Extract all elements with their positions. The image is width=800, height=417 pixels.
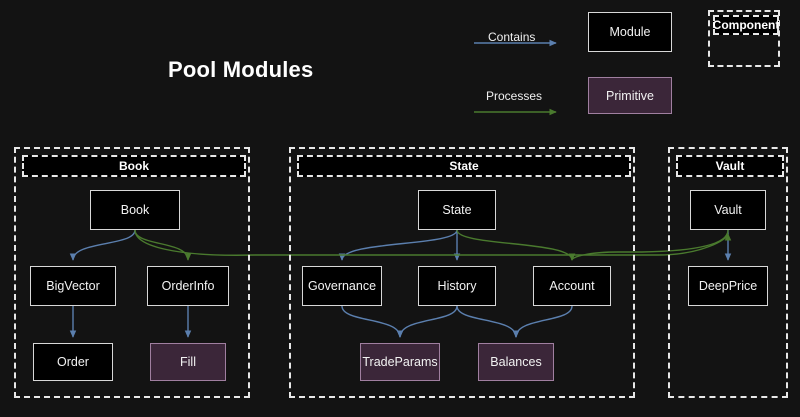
node-label: State [442,203,472,217]
legend-primitive-box: Primitive [588,77,672,114]
legend-component-label: Component [713,15,779,35]
node-label: TradeParams [362,355,438,369]
page-title: Pool Modules [168,57,314,82]
node-order[interactable]: Order [33,343,113,381]
node-label: Order [57,355,89,369]
legend-module-box: Module [588,12,672,52]
node-label: Book [120,203,150,217]
node-fill[interactable]: Fill [150,343,226,381]
group-vault: Vault [668,147,788,398]
node-orderinfo[interactable]: OrderInfo [147,266,229,306]
node-label: Fill [180,355,196,369]
node-account[interactable]: Account [533,266,611,306]
group-header-state: State [297,155,631,177]
group-header-book: Book [22,155,246,177]
node-history[interactable]: History [418,266,496,306]
group-book: Book [14,147,250,398]
node-bigvector[interactable]: BigVector [30,266,116,306]
node-label: DeepPrice [698,279,758,293]
node-label: Governance [307,279,377,293]
legend-contains-label: Contains [488,30,536,44]
node-label: History [437,279,477,293]
legend-processes-label: Processes [486,89,543,103]
node-state[interactable]: State [418,190,496,230]
node-label: OrderInfo [161,279,215,293]
node-balances[interactable]: Balances [478,343,554,381]
node-label: Vault [714,203,742,217]
node-governance[interactable]: Governance [302,266,382,306]
node-tradeparams[interactable]: TradeParams [360,343,440,381]
node-label: Balances [490,355,542,369]
node-book[interactable]: Book [90,190,180,230]
node-vault[interactable]: Vault [690,190,766,230]
node-label: Account [549,279,595,293]
node-deepprice[interactable]: DeepPrice [688,266,768,306]
legend-component-box: Component [708,10,780,67]
group-header-vault: Vault [676,155,784,177]
node-label: BigVector [46,279,100,293]
group-state: State [289,147,635,398]
